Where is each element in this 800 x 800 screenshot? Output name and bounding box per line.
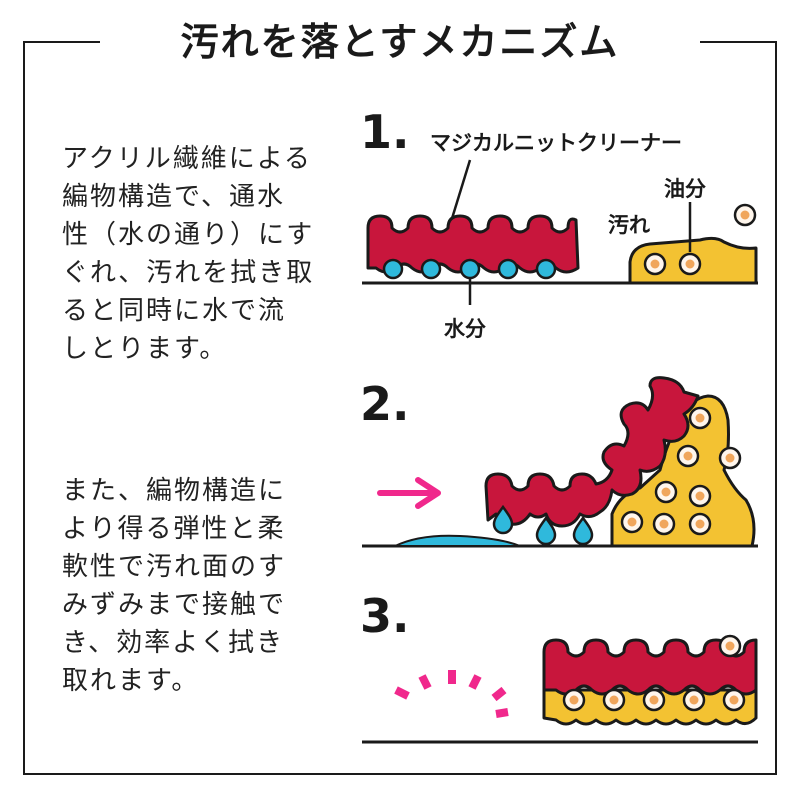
- description-line: また、編物構造に: [62, 476, 287, 506]
- description-line: アクリル繊維による: [62, 144, 312, 174]
- step-2-cleaner: [484, 376, 700, 528]
- step-1-cleaner: [366, 214, 580, 274]
- description-line: 性（水の通り）にす: [62, 220, 315, 250]
- page-title: 汚れを落とすメカニズム: [162, 16, 638, 68]
- description-paragraph-2: また、編物構造に より得る弾性と柔 軟性で汚れ面のす みずみまで接触で き、効率…: [62, 472, 286, 700]
- step-3-number: 3.: [360, 589, 409, 643]
- water-label: 水分: [444, 317, 486, 341]
- step-2-water-puddle: [394, 534, 521, 547]
- floating-oil-ball: [733, 203, 757, 227]
- step-1-dirt: [628, 236, 758, 285]
- step-2-number: 2.: [360, 377, 409, 431]
- oil-label: 油分: [664, 177, 706, 201]
- description-line: 軟性で汚れ面のす: [62, 552, 287, 582]
- step-1-number: 1.: [360, 105, 409, 159]
- sparkle-icon: [394, 670, 509, 718]
- step-1-water-beads: [382, 258, 557, 280]
- description-line: ぐれ、汚れを拭き取: [62, 258, 315, 288]
- cleaner-label: マジカルニットクリーナー: [430, 131, 682, 155]
- description-line: き、効率よく拭き: [62, 628, 285, 658]
- dirt-label: 汚れ: [608, 213, 650, 237]
- push-arrow-icon: [377, 477, 441, 509]
- description-line: みずみまで接触で: [62, 590, 287, 620]
- description-paragraph-1: アクリル繊維による 編物構造で、通水 性（水の通り）にす ぐれ、汚れを拭き取 る…: [62, 140, 314, 368]
- description-line: より得る弾性と柔: [62, 514, 286, 544]
- step-2-dirt: [610, 394, 756, 548]
- description-line: しとります。: [62, 334, 228, 364]
- step-3-cleaner: [542, 634, 758, 726]
- cleaner-pointer: [448, 159, 472, 226]
- description-line: 編物構造で、通水: [62, 182, 285, 212]
- description-line: 取れます。: [62, 666, 200, 696]
- title-wrap: 汚れを落とすメカニズム: [0, 16, 800, 68]
- description-line: ると同時に水で流: [62, 296, 287, 326]
